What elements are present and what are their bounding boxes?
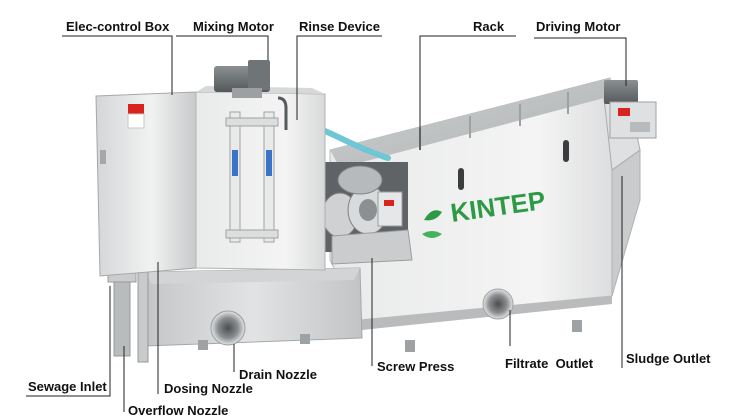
label-sewage-inlet: Sewage Inlet xyxy=(28,379,107,394)
elec-control-box-body xyxy=(95,91,197,277)
label-overflow-nozzle: Overflow Nozzle xyxy=(128,403,229,418)
mixing-motor xyxy=(214,60,270,98)
base-tank xyxy=(144,267,363,350)
driving-motor xyxy=(604,80,657,139)
label-screw-press: Screw Press xyxy=(377,359,455,374)
filtrate-outlet-port xyxy=(482,288,514,320)
label-dosing-nozzle: Dosing Nozzle xyxy=(164,381,253,396)
label-rinse-device: Rinse Device xyxy=(299,19,380,34)
label-sludge-outlet: Sludge Outlet xyxy=(626,351,711,366)
inlet-pipes xyxy=(107,265,149,363)
leader-lines xyxy=(26,35,627,412)
mixing-tank xyxy=(195,86,326,271)
label-drain-nozzle: Drain Nozzle xyxy=(239,367,318,382)
label-mixing-motor: Mixing Motor xyxy=(193,19,274,34)
label-rack: Rack xyxy=(473,19,505,34)
leader-rinse-device xyxy=(296,35,382,120)
label-driving-motor: Driving Motor xyxy=(536,19,621,34)
label-elec-control-box: Elec-control Box xyxy=(66,19,170,34)
drain-nozzle-port xyxy=(210,310,246,346)
leader-elec-control-box xyxy=(62,35,173,95)
leader-mixing-motor xyxy=(176,35,269,60)
leader-sewage-inlet xyxy=(26,286,111,397)
leader-driving-motor xyxy=(534,37,627,86)
leader-rack xyxy=(419,35,516,150)
screw-press-drums xyxy=(321,162,413,265)
label-filtrate-outlet: Filtrate Outlet xyxy=(505,356,594,371)
